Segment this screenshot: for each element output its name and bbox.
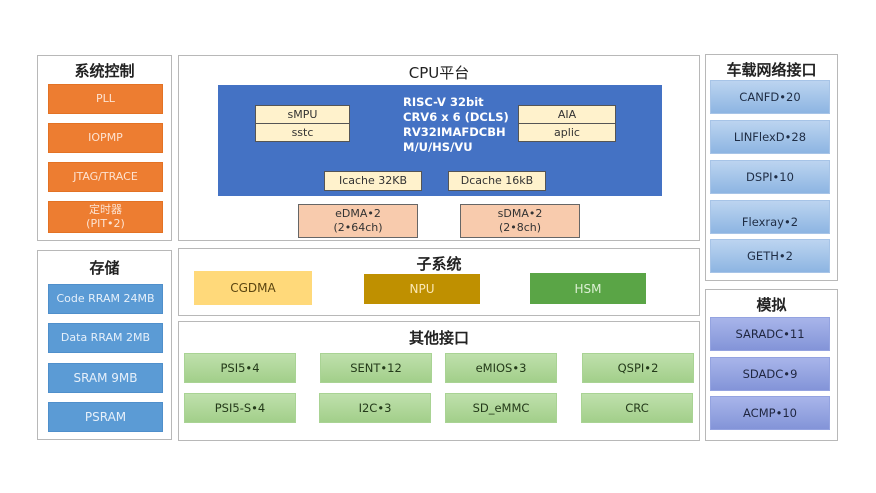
psi5-block[interactable]: PSI5•4 [184,353,296,383]
code-rram-block[interactable]: Code RRAM 24MB [48,284,163,314]
geth-block[interactable]: GETH•2 [710,239,830,273]
pll-block[interactable]: PLL [48,84,163,114]
storage-panel: 存储 Code RRAM 24MB Data RRAM 2MB SRAM 9MB… [37,250,172,440]
emios-block[interactable]: eMIOS•3 [445,353,557,383]
system-control-title: 系统控制 [74,62,135,80]
linflexd-block[interactable]: LINFlexD•28 [710,120,830,154]
jtag-trace-block[interactable]: JTAG/TRACE [48,162,163,192]
subsystem-title: 子系统 [416,255,462,273]
cpu-core-block[interactable]: sMPU sstc RISC-V 32bit CRV6 x 6 (DCLS) R… [218,85,662,196]
acmp-block[interactable]: ACMP•10 [710,396,830,430]
system-control-panel: 系统控制 PLL IOPMP JTAG/TRACE 定时器 (PIT•2) [37,55,172,241]
sent-block[interactable]: SENT•12 [320,353,432,383]
storage-title: 存储 [89,259,120,277]
subsystem-panel: 子系统 CGDMA NPU HSM [178,248,700,316]
sdma-block[interactable]: sDMA•2 (2•8ch) [460,204,580,238]
other-interfaces-panel: 其他接口 PSI5•4 SENT•12 eMIOS•3 QSPI•2 PSI5-… [178,321,700,441]
canfd-block[interactable]: CANFD•20 [710,80,830,114]
core-line-isa: RISC-V 32bit [403,95,484,109]
dspi-block[interactable]: DSPI•10 [710,160,830,194]
core-line-modes: M/U/HS/VU [403,140,473,154]
core-line-count: CRV6 x 6 (DCLS) [403,110,509,124]
psi5-s-block[interactable]: PSI5-S•4 [184,393,296,423]
vehicle-network-title: 车载网络接口 [726,61,817,79]
icache-block[interactable]: Icache 32KB [324,171,422,191]
sd-emmc-block[interactable]: SD_eMMC [445,393,557,423]
data-rram-block[interactable]: Data RRAM 2MB [48,323,163,353]
i2c-block[interactable]: I2C•3 [319,393,431,423]
timer-pit-block[interactable]: 定时器 (PIT•2) [48,201,163,233]
analog-title: 模拟 [756,296,787,314]
iopmp-block[interactable]: IOPMP [48,123,163,153]
psram-block[interactable]: PSRAM [48,402,163,432]
smpu-block[interactable]: sMPU [255,105,350,124]
saradc-block[interactable]: SARADC•11 [710,317,830,351]
qspi-block[interactable]: QSPI•2 [582,353,694,383]
core-line-ext: RV32IMAFDCBH [403,125,506,139]
flexray-block[interactable]: Flexray•2 [710,200,830,234]
other-interfaces-title: 其他接口 [408,329,469,347]
cpu-platform-title: CPU平台 [408,64,470,82]
sdadc-block[interactable]: SDADC•9 [710,357,830,391]
vehicle-network-panel: 车载网络接口 CANFD•20 LINFlexD•28 DSPI•10 Flex… [705,54,838,281]
aplic-block[interactable]: aplic [518,123,616,142]
cpu-platform-panel: CPU平台 sMPU sstc RISC-V 32bit CRV6 x 6 (D… [178,55,700,241]
analog-panel: 模拟 SARADC•11 SDADC•9 ACMP•10 [705,289,838,441]
sram-block[interactable]: SRAM 9MB [48,363,163,393]
crc-block[interactable]: CRC [581,393,693,423]
dcache-block[interactable]: Dcache 16kB [448,171,546,191]
sstc-block[interactable]: sstc [255,123,350,142]
cgdma-block[interactable]: CGDMA [194,271,312,305]
edma-block[interactable]: eDMA•2 (2•64ch) [298,204,418,238]
hsm-block[interactable]: HSM [530,273,646,304]
npu-block[interactable]: NPU [364,274,480,304]
aia-block[interactable]: AIA [518,105,616,124]
core-description: RISC-V 32bit CRV6 x 6 (DCLS) RV32IMAFDCB… [403,95,509,155]
